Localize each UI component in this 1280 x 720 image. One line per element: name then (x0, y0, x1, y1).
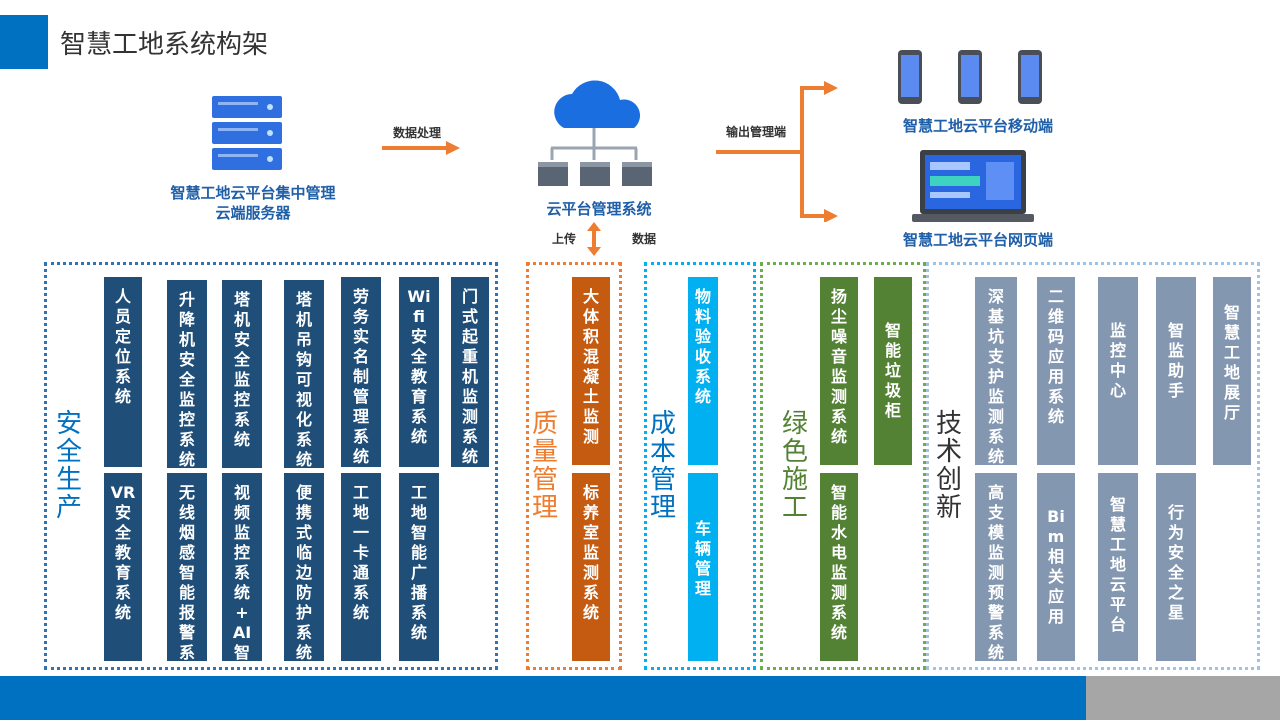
group-label-cost: 成本管理 (650, 409, 677, 523)
system-box: 监控中心 (1098, 277, 1138, 465)
system-box: 扬尘噪音监测系统 (820, 277, 858, 465)
group-cost-management (644, 262, 756, 670)
data-label: 数据 (632, 232, 657, 246)
system-box: 塔机安全监控系统 (222, 280, 262, 468)
footer-bar (0, 676, 1086, 720)
system-box: 智慧工地云平台 (1098, 473, 1138, 661)
footer-bar-accent (1086, 676, 1280, 720)
group-label-quality: 质量管理 (532, 409, 559, 523)
system-box: 智能垃圾柜 (874, 277, 912, 465)
web-label: 智慧工地云平台网页端 (902, 231, 1053, 249)
server-label: 智慧工地云平台集中管理云端服务器 (170, 184, 336, 222)
system-box: 行为安全之星 (1156, 473, 1196, 661)
cloud-network-icon (538, 80, 652, 186)
server-icon (212, 96, 282, 170)
system-box: 工地智能广播系统 (399, 473, 439, 661)
page-title: 智慧工地系统构架 (60, 30, 269, 60)
laptop-icon (912, 150, 1034, 222)
system-box: 大体积混凝土监测 (572, 277, 610, 465)
system-box: 二维码应用系统 (1037, 277, 1075, 465)
mobile-label: 智慧工地云平台移动端 (902, 117, 1053, 135)
group-quality-management (526, 262, 622, 670)
system-box: 物料验收系统 (688, 277, 718, 465)
system-box: 劳务实名制管理系统 (341, 277, 381, 467)
system-box: 门式起重机监测系统 (451, 277, 489, 467)
branch-arrow-icon (716, 81, 838, 222)
group-green-construction (760, 262, 926, 670)
data-processing-label: 数据处理 (393, 126, 442, 140)
system-box: 人员定位系统 (104, 277, 142, 467)
system-box: 升降机安全监控系统 (167, 280, 207, 468)
system-box: 高支模监测预警系统 (975, 473, 1017, 661)
up-down-arrow-icon (587, 222, 601, 256)
right-arrow-icon (382, 141, 460, 155)
system-box: 深基坑支护监测系统 (975, 277, 1017, 465)
system-box: 工地一卡通系统 (341, 473, 381, 661)
title-accent-bar (0, 15, 48, 69)
system-box: 标养室监测系统 (572, 473, 610, 661)
system-box: 智监助手 (1156, 277, 1196, 465)
system-box: 无线烟感智能报警系统 (167, 473, 207, 661)
group-safety-production (44, 262, 498, 670)
group-label-green: 绿色施工 (782, 409, 809, 523)
output-label: 输出管理端 (726, 125, 787, 139)
system-box: 塔机吊钩可视化系统 (284, 280, 324, 468)
group-label-safety: 安全生产 (56, 409, 83, 523)
system-box: 智慧工地展厅 (1213, 277, 1251, 465)
upload-label: 上传 (552, 232, 577, 246)
cloud-platform-label: 云平台管理系统 (546, 200, 652, 218)
mobile-phones-icon (898, 50, 1042, 104)
system-box: 车辆管理 (688, 473, 718, 661)
group-tech-innovation (926, 262, 1260, 670)
group-label-tech: 技术创新 (936, 409, 963, 523)
system-box: 智能水电监测系统 (820, 473, 858, 661)
system-box: 便携式临边防护系统 (284, 473, 324, 661)
